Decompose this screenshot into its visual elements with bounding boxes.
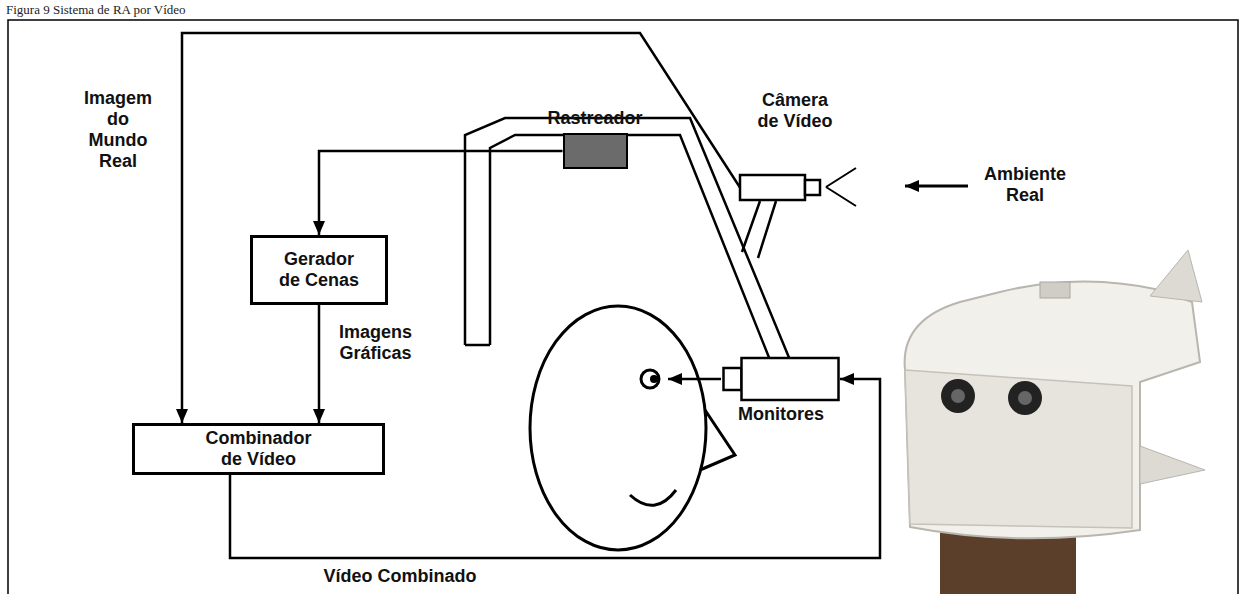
node-label: Combinador de Vídeo [199,428,319,470]
edge-label: Vídeo Combinado [300,566,500,587]
tracker-box: Rastreador [530,108,660,169]
figure-caption: Figura 9 Sistema de RA por Vídeo [6,2,186,17]
camera-body [740,175,805,200]
eye [641,370,659,388]
process-box: Gerador de Cenas [250,235,388,305]
helmet-fin [1140,446,1205,484]
camera-lens [805,180,820,195]
scene-label: Ambiente Real [975,164,1075,206]
monitor-body [742,358,839,400]
video-camera: Câmera de Vídeo [735,90,855,207]
node-label: Rastreador [530,108,660,129]
helmet-lens [1018,391,1032,405]
edge-label: Imagens Gráficas [328,322,423,364]
edge-label: Imagem do Mundo Real [78,88,158,172]
helmet-frame [465,118,790,360]
process-box: Combinador de Vídeo [132,423,385,475]
mouth [630,490,676,505]
label-group: Monitores [722,404,840,425]
tracker-block [563,133,628,169]
node-label: Câmera de Vídeo [750,90,840,132]
helmet-device [1040,282,1070,298]
pupil [650,375,658,383]
signal-arrow [318,305,321,423]
monitor-display: Monitores [722,356,840,425]
helmet-lens [1008,381,1042,415]
label-group: Gerador de Cenas [274,249,364,291]
camera-view-lines [826,168,856,206]
helmet-photo [905,281,1200,538]
label-group: Combinador de Vídeo [199,428,319,470]
helmet-lens [941,379,975,413]
figure-frame [8,20,1238,594]
signal-arrow [319,151,563,235]
node-label: Monitores [722,404,840,425]
nose [700,410,735,470]
helmet-lens [951,389,965,403]
camera-mount [742,201,776,258]
helmet-fin [1150,250,1202,302]
mannequin-neck [940,530,1076,594]
node-label: Gerador de Cenas [274,249,364,291]
camera-drawing [735,173,855,207]
helmet-frame [465,344,490,347]
monitor-eyepiece [724,368,742,390]
signal-arrow [182,33,740,423]
display-arrow [668,378,721,381]
head-outline [530,306,706,550]
helmet-face [905,370,1132,528]
monitor-drawing [722,356,840,402]
ambient-arrow [905,185,968,188]
